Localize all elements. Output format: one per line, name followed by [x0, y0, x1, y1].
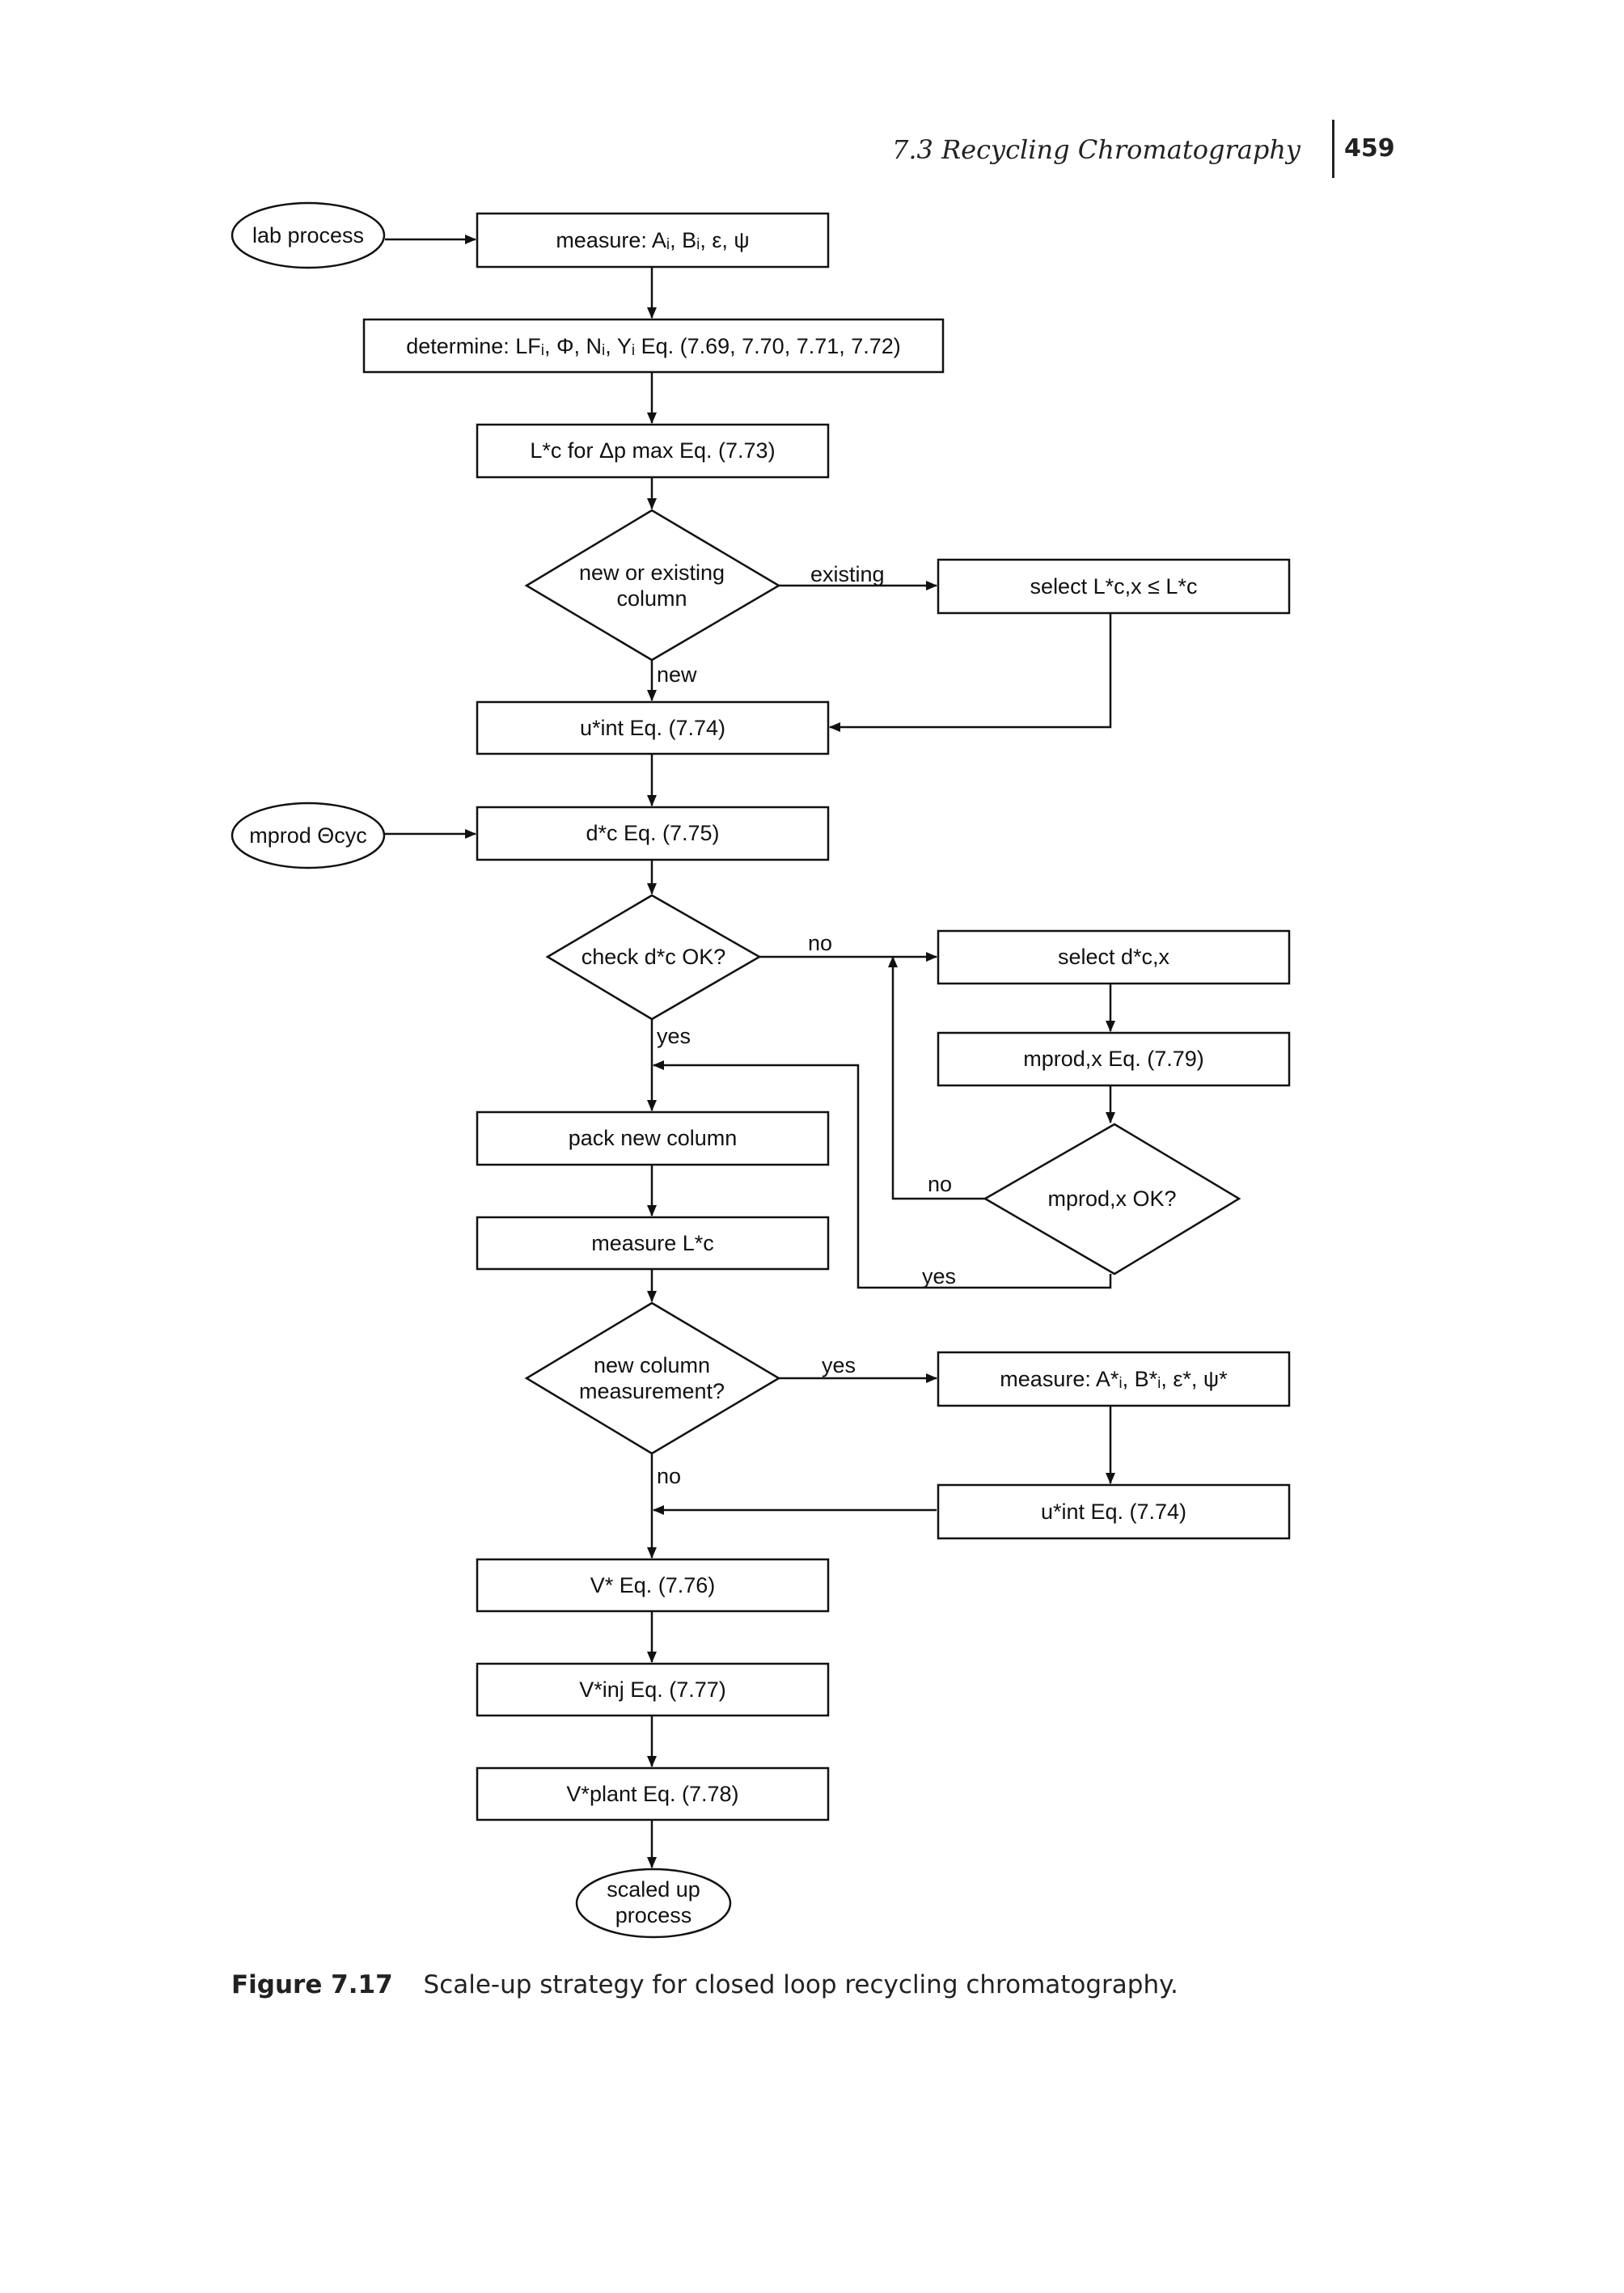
svg-text:process: process	[615, 1903, 692, 1927]
figure-caption-text: Scale-up strategy for closed loop recycl…	[423, 1970, 1178, 1999]
svg-text:column: column	[616, 586, 687, 611]
edges	[385, 235, 1115, 1868]
node-measure-star: measure: A*ᵢ, B*ᵢ, ε*, ψ*	[937, 1351, 1291, 1407]
svg-text:V*plant Eq. (7.78): V*plant Eq. (7.78)	[566, 1782, 738, 1806]
svg-text:select d*c,x: select d*c,x	[1058, 945, 1170, 969]
node-lc: L*c for Δp max Eq. (7.73)	[476, 423, 830, 479]
svg-text:pack new column: pack new column	[569, 1126, 738, 1150]
node-dc: d*c Eq. (7.75)	[476, 806, 830, 861]
page-number: 459	[1344, 134, 1395, 163]
node-select-lcx: select L*c,x ≤ L*c	[937, 558, 1291, 615]
label-no-measurement: no	[657, 1464, 681, 1488]
node-new-or-existing: new or existing column	[524, 509, 781, 662]
label-existing: existing	[810, 562, 885, 586]
node-measure: measure: Aᵢ, Bᵢ, ε, ψ	[476, 212, 830, 269]
svg-text:mprod,x OK?: mprod,x OK?	[1047, 1187, 1176, 1211]
page-header: 7.3 Recycling Chromatography 459	[892, 120, 1395, 178]
svg-text:measurement?: measurement?	[579, 1379, 725, 1403]
svg-text:scaled up: scaled up	[607, 1877, 700, 1902]
svg-text:measure L*c: measure L*c	[591, 1231, 714, 1255]
svg-text:L*c for Δp max Eq. (7.73): L*c for Δp max Eq. (7.73)	[530, 438, 775, 463]
label-yes-measurement: yes	[822, 1353, 856, 1377]
svg-text:select L*c,x ≤ L*c: select L*c,x ≤ L*c	[1030, 574, 1198, 599]
label-yes-check: yes	[657, 1024, 691, 1048]
edge-select-lcx-to-uint	[829, 613, 1112, 732]
figure-caption: Figure 7.17 Scale-up strategy for closed…	[231, 1970, 1444, 1999]
node-v-plant: V*plant Eq. (7.78)	[476, 1766, 830, 1821]
node-uint-1: u*int Eq. (7.74)	[476, 700, 830, 755]
svg-text:mprod Θcyc: mprod Θcyc	[249, 823, 367, 848]
edge-ok-no-loop	[888, 956, 985, 1200]
node-mprod-theta: mprod Θcyc	[230, 802, 386, 869]
svg-text:V*inj Eq. (7.77): V*inj Eq. (7.77)	[579, 1677, 726, 1702]
node-select-dcx: select d*c,x	[937, 929, 1291, 985]
label-new: new	[657, 662, 697, 687]
svg-text:determine: LFᵢ, Φ, Nᵢ, Yᵢ Eq.: determine: LFᵢ, Φ, Nᵢ, Yᵢ Eq. (7.69, 7.7…	[406, 334, 901, 358]
edge-ok-yes-loop	[653, 1060, 1112, 1289]
label-yes-mprodx: yes	[922, 1264, 956, 1288]
node-measure-lc: measure L*c	[476, 1216, 830, 1271]
figure-label: Figure 7.17	[231, 1970, 393, 1999]
node-scaled-up-process: scaled up process	[575, 1868, 732, 1939]
svg-text:measure: A*ᵢ, B*ᵢ, ε*, ψ*: measure: A*ᵢ, B*ᵢ, ε*, ψ*	[1000, 1367, 1228, 1391]
node-uint-2: u*int Eq. (7.74)	[937, 1483, 1291, 1540]
label-no-check: no	[808, 931, 832, 955]
svg-text:d*c Eq. (7.75): d*c Eq. (7.75)	[586, 821, 719, 845]
svg-text:u*int Eq. (7.74): u*int Eq. (7.74)	[1041, 1500, 1186, 1524]
header-divider	[1332, 120, 1334, 178]
edge-labels: existing new no yes no yes yes no	[657, 562, 956, 1488]
section-title: 7.3 Recycling Chromatography	[892, 134, 1300, 165]
svg-text:new column: new column	[594, 1353, 710, 1377]
node-v-inj: V*inj Eq. (7.77)	[476, 1662, 830, 1717]
node-mprodx-eq: mprod,x Eq. (7.79)	[937, 1031, 1291, 1087]
node-mprodx-ok: mprod,x OK?	[983, 1123, 1241, 1276]
svg-text:new or existing: new or existing	[579, 561, 725, 585]
node-v-star: V* Eq. (7.76)	[476, 1558, 830, 1613]
node-pack-new-column: pack new column	[476, 1111, 830, 1166]
svg-text:mprod,x Eq. (7.79): mprod,x Eq. (7.79)	[1023, 1047, 1204, 1071]
svg-text:lab process: lab process	[252, 223, 364, 247]
svg-text:u*int Eq. (7.74): u*int Eq. (7.74)	[580, 716, 725, 740]
label-no-mprodx: no	[928, 1172, 952, 1196]
node-check-dc: check d*c OK?	[545, 894, 762, 1021]
node-new-column-measurement: new column measurement?	[524, 1301, 781, 1455]
svg-text:check d*c OK?: check d*c OK?	[582, 945, 726, 969]
node-lab-process: lab process	[230, 201, 386, 269]
svg-text:measure: Aᵢ, Bᵢ, ε, ψ: measure: Aᵢ, Bᵢ, ε, ψ	[556, 228, 749, 252]
svg-text:V* Eq. (7.76): V* Eq. (7.76)	[590, 1573, 716, 1597]
node-determine: determine: LFᵢ, Φ, Nᵢ, Yᵢ Eq. (7.69, 7.7…	[362, 318, 945, 374]
